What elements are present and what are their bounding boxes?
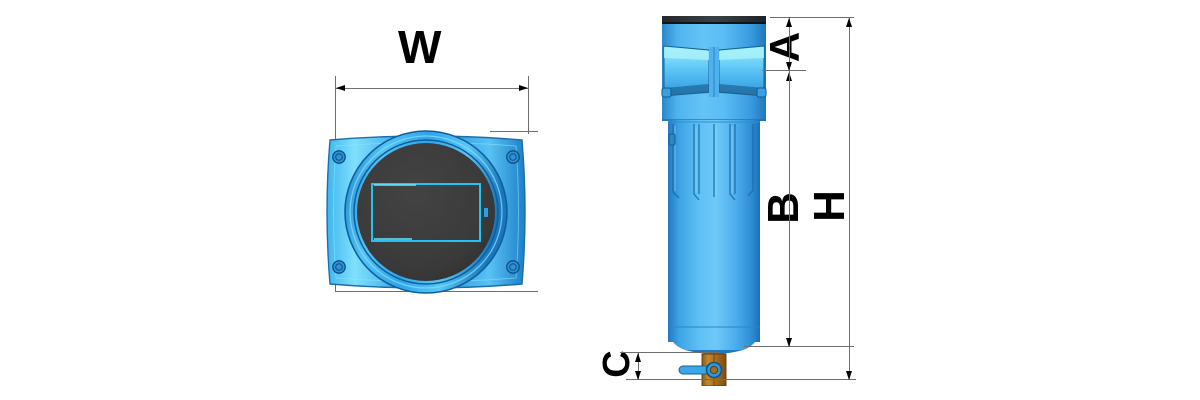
dimension-arrow-w-right xyxy=(519,85,528,91)
filter-housing-graphic xyxy=(652,14,776,386)
dimension-line-a xyxy=(789,17,790,71)
dimension-arrow-h-bottom xyxy=(846,371,852,380)
dimension-arrow-h-top xyxy=(846,18,852,27)
dimension-line-b xyxy=(789,70,790,346)
dimension-line-h xyxy=(849,17,850,380)
extension-line-w-right xyxy=(528,76,529,134)
leader-line-flange-top xyxy=(490,131,538,132)
dimension-label-c: C xyxy=(596,350,638,378)
extension-line-b-bottom xyxy=(744,346,854,347)
dimension-line-c xyxy=(638,352,639,380)
extension-line-a-bottom xyxy=(762,70,806,71)
dimension-arrow-b-bottom xyxy=(786,338,792,347)
dimension-arrow-w-left xyxy=(336,85,345,91)
dimension-label-b: B xyxy=(759,192,808,224)
dimension-arrow-c-top xyxy=(635,353,641,362)
dimension-line-w xyxy=(335,88,529,89)
extension-line-c-top xyxy=(620,352,720,353)
extension-line-h-bottom xyxy=(626,379,856,380)
flange-end-view-graphic xyxy=(322,128,530,296)
extension-line-a-top xyxy=(770,17,854,18)
dimension-label-w: W xyxy=(398,21,442,73)
dimension-arrow-c-bottom xyxy=(635,371,641,380)
dimension-arrow-a-bottom xyxy=(786,62,792,71)
dimension-arrow-a-top xyxy=(786,18,792,27)
